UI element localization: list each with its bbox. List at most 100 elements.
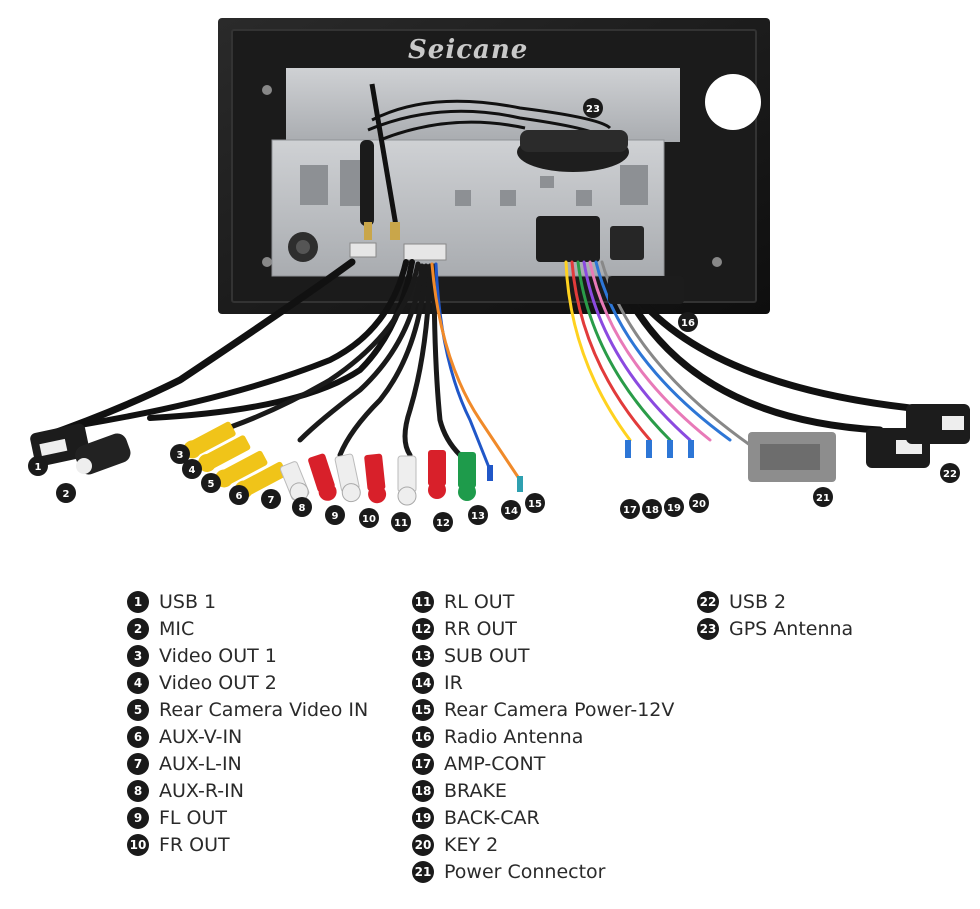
legend-number: 19 (412, 806, 434, 829)
power-harness-bundle (564, 260, 934, 447)
callout-1: 1 (28, 456, 48, 476)
svg-text:21: 21 (816, 493, 830, 504)
legend-number: 14 (412, 671, 434, 694)
callout-9: 9 (325, 505, 345, 525)
legend-number: 12 (412, 617, 434, 640)
callout-15: 15 (525, 493, 545, 513)
av-harness-bundle (36, 258, 522, 482)
legend-item-brake: 18 BRAKE (412, 777, 674, 804)
legend-number: 13 (412, 644, 434, 667)
usb1-connector (30, 423, 90, 467)
legend-label: Radio Antenna (444, 725, 584, 748)
svg-text:23: 23 (586, 104, 600, 115)
legend-number: 22 (697, 590, 719, 613)
callout-14: 14 (501, 500, 521, 520)
legend-label: SUB OUT (444, 644, 530, 667)
svg-text:2: 2 (63, 489, 70, 500)
callout-4: 4 (182, 459, 202, 479)
wiring-diagram-photo: Seicane (28, 18, 970, 532)
legend-number: 3 (127, 644, 149, 667)
legend-label: BRAKE (444, 779, 507, 802)
legend-number: 9 (127, 806, 149, 829)
legend-item-ir: 14 IR (412, 669, 674, 696)
legend-label: KEY 2 (444, 833, 499, 856)
legend-item-back-car: 19 BACK-CAR (412, 804, 674, 831)
wire-tips (487, 440, 694, 492)
legend-label: Rear Camera Video IN (159, 698, 369, 721)
legend-number: 16 (412, 725, 434, 748)
callout-6: 6 (229, 485, 249, 505)
svg-text:4: 4 (189, 465, 196, 476)
svg-text:20: 20 (692, 499, 706, 510)
callout-12: 12 (433, 512, 453, 532)
legend-item-amp-cont: 17 AMP-CONT (412, 750, 674, 777)
svg-text:19: 19 (667, 503, 681, 514)
legend-number: 8 (127, 779, 149, 802)
legend-label: USB 2 (729, 590, 787, 613)
legend-label: RR OUT (444, 617, 517, 640)
callout-18: 18 (642, 499, 662, 519)
svg-text:7: 7 (268, 495, 275, 506)
legend-item-usb2: 22 USB 2 (697, 588, 853, 615)
callout-13: 13 (468, 505, 488, 525)
legend-number: 15 (412, 698, 434, 721)
legend-number: 1 (127, 590, 149, 613)
svg-text:17: 17 (623, 505, 637, 516)
svg-text:16: 16 (681, 318, 695, 329)
legend-item-video-out-1: 3 Video OUT 1 (127, 642, 368, 669)
legend-item-radio-antenna: 16 Radio Antenna (412, 723, 674, 750)
legend-item-fr-out: 10 FR OUT (127, 831, 368, 858)
wifi-antennas (360, 83, 400, 240)
svg-text:10: 10 (362, 514, 376, 525)
rear-connectors (288, 216, 644, 262)
mic-jack (75, 433, 131, 475)
legend-number: 10 (127, 833, 149, 856)
legend-label: Video OUT 2 (159, 671, 277, 694)
legend-item-aux-r-in: 8 AUX-R-IN (127, 777, 368, 804)
legend-label: RL OUT (444, 590, 515, 613)
legend-label: Video OUT 1 (159, 644, 277, 667)
legend-number: 6 (127, 725, 149, 748)
legend-number: 18 (412, 779, 434, 802)
callout-11: 11 (391, 512, 411, 532)
legend-item-rr-out: 12 RR OUT (412, 615, 674, 642)
svg-text:1: 1 (35, 462, 42, 473)
svg-text:18: 18 (645, 505, 659, 516)
legend-number: 17 (412, 752, 434, 775)
callout-20: 20 (689, 493, 709, 513)
callout-23: 23 (583, 98, 603, 118)
gps-antenna (367, 99, 629, 172)
callout-8: 8 (292, 497, 312, 517)
legend-label: AUX-R-IN (159, 779, 244, 802)
legend-number: 20 (412, 833, 434, 856)
svg-text:6: 6 (236, 491, 243, 502)
legend-label: FR OUT (159, 833, 230, 856)
legend-number: 2 (127, 617, 149, 640)
svg-text:15: 15 (528, 499, 542, 510)
usb2-connector (866, 404, 970, 468)
svg-text:3: 3 (177, 450, 184, 461)
svg-text:13: 13 (471, 511, 485, 522)
svg-text:11: 11 (394, 518, 408, 529)
legend-label: AMP-CONT (444, 752, 546, 775)
svg-text:9: 9 (332, 511, 339, 522)
legend-label: BACK-CAR (444, 806, 540, 829)
legend-number: 23 (697, 617, 719, 640)
rca-plugs (183, 421, 476, 506)
legend-label: Power Connector (444, 860, 606, 883)
legend-label: IR (444, 671, 463, 694)
svg-text:8: 8 (299, 503, 306, 514)
callout-5: 5 (201, 473, 221, 493)
callout-17: 17 (620, 499, 640, 519)
svg-text:5: 5 (208, 479, 215, 490)
legend-label: Rear Camera Power-12V (444, 698, 675, 721)
